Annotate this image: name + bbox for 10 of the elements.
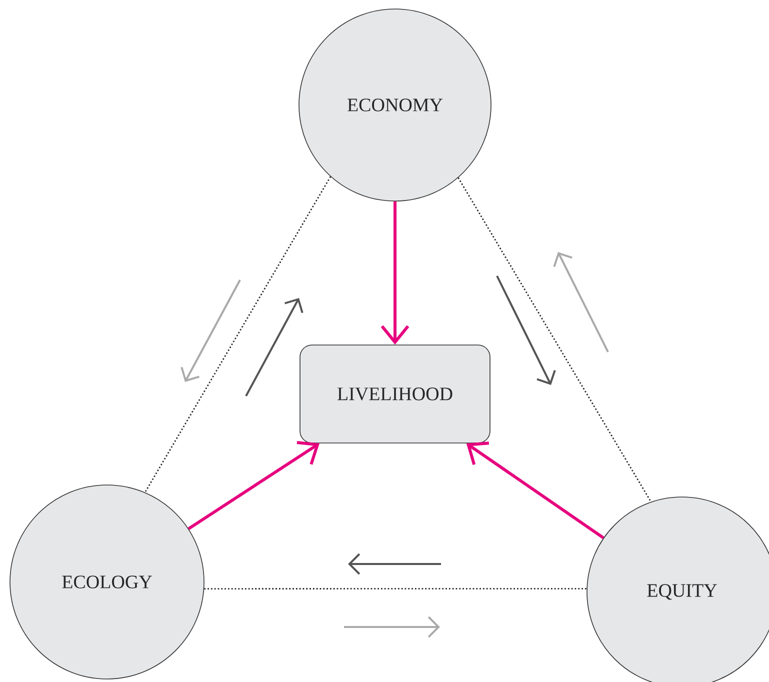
dotted-line <box>458 177 652 502</box>
circle-node: ECONOMY <box>298 8 492 202</box>
arrow <box>466 442 604 540</box>
dotted-line <box>144 176 332 493</box>
circle-node: EQUITY <box>586 496 769 682</box>
dotted-line <box>204 588 587 590</box>
arrow <box>188 441 320 530</box>
rounded-box: LIVELIHOOD <box>300 344 490 444</box>
circle-node: ECOLOGY <box>10 484 204 680</box>
arrow <box>380 201 410 345</box>
